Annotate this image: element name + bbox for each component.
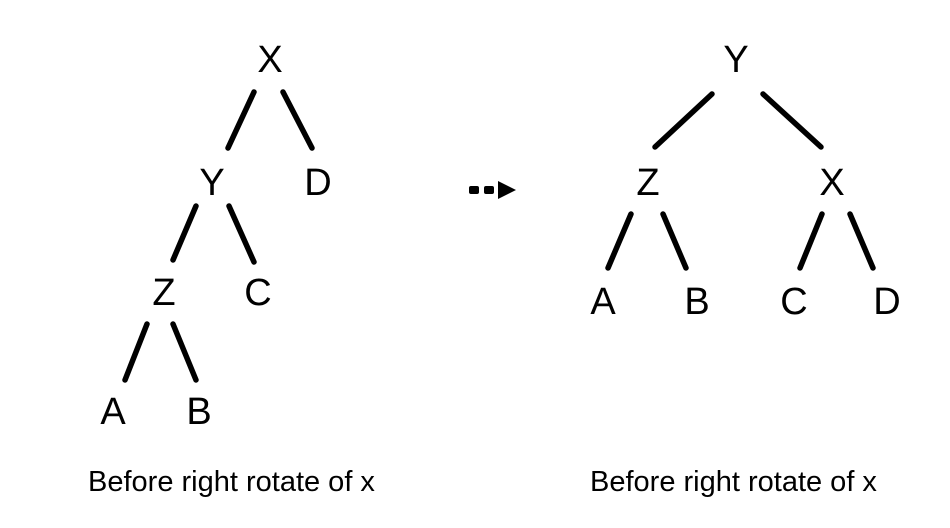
edge-rx-rd	[847, 211, 876, 271]
edge-ly-lc	[226, 203, 257, 265]
left-tree: X Y D Z C A B	[100, 39, 331, 433]
edge-rz-rb	[660, 211, 689, 271]
node-rx: X	[819, 162, 844, 204]
right-tree-caption: Before right rotate of x	[590, 466, 877, 498]
edge-lx-ly	[225, 89, 257, 151]
dotted-right-arrow-icon	[469, 181, 516, 199]
left-tree-caption: Before right rotate of x	[88, 466, 375, 498]
node-rb: B	[684, 281, 709, 323]
edge-lz-la	[122, 321, 150, 383]
edge-rx-rc	[797, 211, 825, 271]
node-lx: X	[257, 39, 282, 81]
edge-lx-ld	[280, 89, 315, 151]
node-ra: A	[590, 281, 616, 323]
node-lc: C	[244, 272, 271, 314]
node-rz: Z	[636, 162, 659, 204]
node-rc: C	[780, 281, 807, 323]
node-lb: B	[186, 391, 211, 433]
node-lz: Z	[152, 272, 175, 314]
node-la: A	[100, 391, 126, 433]
right-tree: Y Z X A B C D	[590, 39, 900, 323]
node-ly: Y	[199, 162, 224, 204]
edge-ry-rx	[760, 91, 824, 150]
edge-rz-ra	[605, 211, 634, 271]
node-rd: D	[873, 281, 900, 323]
edge-ly-lz	[170, 203, 199, 263]
node-ry: Y	[723, 39, 748, 81]
node-ld: D	[304, 162, 331, 204]
edge-ry-rz	[652, 91, 715, 150]
edge-lz-lb	[170, 321, 199, 383]
